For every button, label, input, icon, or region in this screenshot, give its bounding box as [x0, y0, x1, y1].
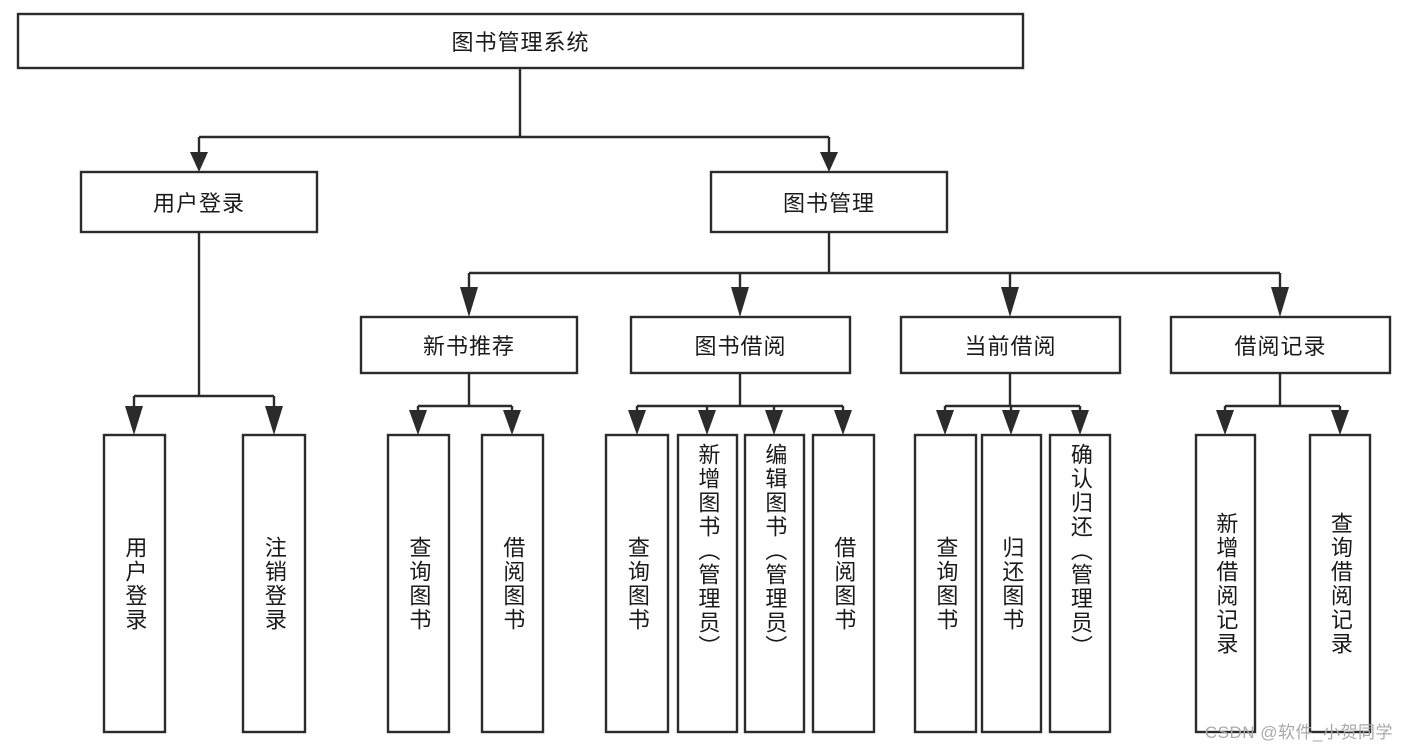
arrow-head-leaf-borrow-book-1 — [503, 410, 521, 435]
node-box-leaf-user-login[interactable] — [102, 433, 167, 734]
arrow-head-leaf-query-record — [1331, 410, 1349, 435]
arrow-head-leaf-query-book-2 — [628, 410, 646, 435]
arrow-head-borrow-record — [1271, 287, 1289, 317]
node-box-leaf-confirm-return[interactable] — [1048, 433, 1112, 734]
node-box-leaf-query-record[interactable] — [1308, 433, 1372, 734]
node-box-book-borrow[interactable] — [629, 315, 852, 375]
arrow-head-book-borrow — [731, 287, 749, 317]
arrow-head-leaf-return-book — [1002, 410, 1020, 435]
arrow-head-new-book-recommend — [460, 287, 478, 317]
connector-group-new-book-recommend — [409, 373, 521, 435]
connector-group-book-borrow — [628, 373, 852, 435]
connector-group-root — [190, 68, 838, 172]
node-box-leaf-return-book[interactable] — [980, 433, 1043, 734]
node-box-current-borrow[interactable] — [899, 315, 1122, 375]
node-box-leaf-borrow-book-2[interactable] — [811, 433, 876, 734]
arrow-head-leaf-user-login — [125, 406, 143, 435]
arrow-head-user-login — [190, 152, 208, 172]
node-box-leaf-query-book-2[interactable] — [604, 433, 670, 734]
arrow-head-current-borrow — [1001, 287, 1019, 317]
node-box-leaf-query-book-1[interactable] — [386, 433, 451, 734]
connector-group-user-login — [125, 232, 283, 435]
arrow-head-leaf-query-book-1 — [409, 410, 427, 435]
watermark-text: CSDN @软件_小贺同学 — [1204, 723, 1393, 742]
node-box-book-manage[interactable] — [709, 170, 949, 234]
arrow-head-book-manage — [820, 152, 838, 172]
arrow-head-leaf-add-record — [1216, 410, 1234, 435]
node-box-borrow-record[interactable] — [1169, 315, 1392, 375]
arrow-head-leaf-add-book — [698, 410, 716, 435]
connector-group-current-borrow — [936, 373, 1089, 435]
node-box-leaf-add-book[interactable] — [676, 433, 739, 734]
node-box-new-book-recommend[interactable] — [359, 315, 579, 375]
node-box-leaf-add-record[interactable] — [1194, 433, 1257, 734]
node-box-user-login[interactable] — [79, 170, 319, 234]
arrow-head-leaf-query-book-3 — [936, 410, 954, 435]
node-box-leaf-logout[interactable] — [241, 433, 307, 734]
node-box-leaf-query-book-3[interactable] — [913, 433, 978, 734]
arrow-head-leaf-edit-book — [765, 410, 783, 435]
arrow-head-leaf-logout — [265, 406, 283, 435]
arrow-head-leaf-borrow-book-2 — [834, 410, 852, 435]
connector-group-borrow-record — [1216, 373, 1349, 435]
connector-group-book-manage — [460, 232, 1289, 317]
node-box-leaf-borrow-book-1[interactable] — [480, 433, 545, 734]
node-box-root[interactable] — [16, 12, 1025, 70]
node-box-leaf-edit-book[interactable] — [743, 433, 806, 734]
arrow-head-leaf-confirm-return — [1071, 410, 1089, 435]
